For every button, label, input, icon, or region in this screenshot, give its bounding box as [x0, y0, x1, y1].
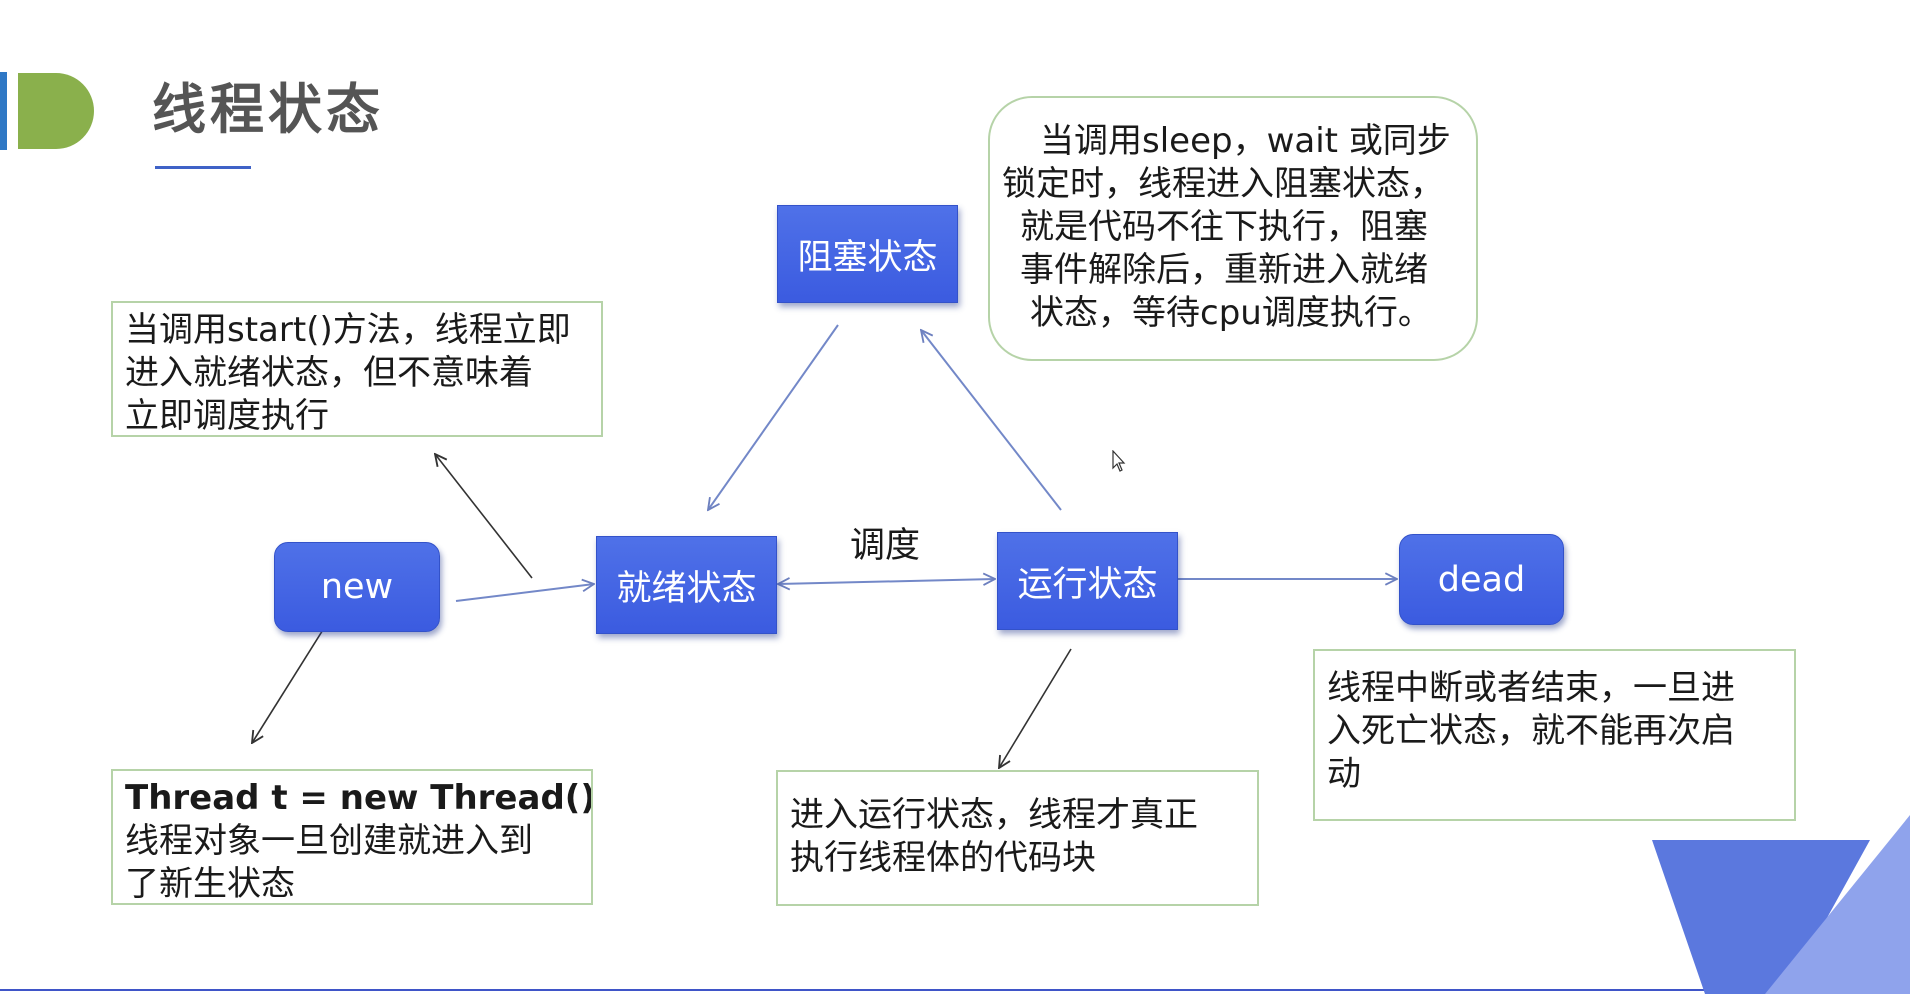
note-line: 线程对象一旦创建就进入到: [125, 821, 533, 861]
note-code-line: Thread t = new Thread(): [125, 778, 593, 818]
note-blocked: 当调用sleep，wait 或同步 锁定时，线程进入阻塞状态， 就是代码不往下执…: [988, 96, 1478, 361]
note-line: 就是代码不往下执行，阻塞: [1020, 207, 1428, 247]
note-line: 执行线程体的代码块: [790, 838, 1096, 878]
title-underline: [155, 166, 251, 169]
note-line: 动: [1327, 754, 1361, 794]
note-line: 线程中断或者结束，一旦进: [1327, 668, 1735, 708]
note-dead: 线程中断或者结束，一旦进 入死亡状态，就不能再次启 动: [1313, 649, 1796, 821]
state-ready: 就绪状态: [596, 536, 777, 634]
corner-decoration: [1652, 840, 1870, 994]
state-blocked: 阻塞状态: [777, 205, 958, 303]
note-line: 锁定时，线程进入阻塞状态，: [1002, 164, 1444, 204]
pointer-new-to-new-note: [252, 624, 327, 743]
mouse-cursor-icon: [1112, 450, 1126, 472]
note-running: 进入运行状态，线程才真正 执行线程体的代码块: [776, 770, 1259, 906]
note-line: 进入就绪状态，但不意味着: [125, 353, 533, 393]
note-line: 入死亡状态，就不能再次启: [1327, 711, 1735, 751]
state-new: new: [274, 542, 440, 632]
title-tab-shape: [18, 73, 94, 149]
note-line: 状态，等待cpu调度执行。: [1030, 293, 1432, 333]
note-line: 事件解除后，重新进入就绪: [1020, 250, 1428, 290]
arrow-blocked-to-ready: [708, 324, 839, 510]
state-dead: dead: [1399, 534, 1564, 625]
state-running: 运行状态: [997, 532, 1178, 630]
note-line: 当调用sleep，wait 或同步: [1040, 121, 1451, 161]
arrow-running-to-blocked: [921, 330, 1062, 511]
slide-title: 线程状态: [152, 78, 384, 141]
note-line: 立即调度执行: [125, 396, 329, 436]
arrow-ready-running: [778, 579, 995, 584]
edge-label-schedule: 调度: [850, 526, 921, 566]
pointer-ready-to-start-note: [435, 454, 533, 579]
accent-bar: [0, 72, 7, 150]
note-line: 进入运行状态，线程才真正: [790, 795, 1198, 835]
note-new: Thread t = new Thread() 线程对象一旦创建就进入到 了新生…: [111, 769, 593, 905]
note-line: 当调用start()方法，线程立即: [125, 310, 571, 350]
arrow-new-to-ready: [455, 584, 594, 602]
note-line: 了新生状态: [125, 864, 295, 904]
note-start: 当调用start()方法，线程立即 进入就绪状态，但不意味着 立即调度执行: [111, 301, 603, 437]
pointer-running-to-running-note: [999, 648, 1072, 768]
